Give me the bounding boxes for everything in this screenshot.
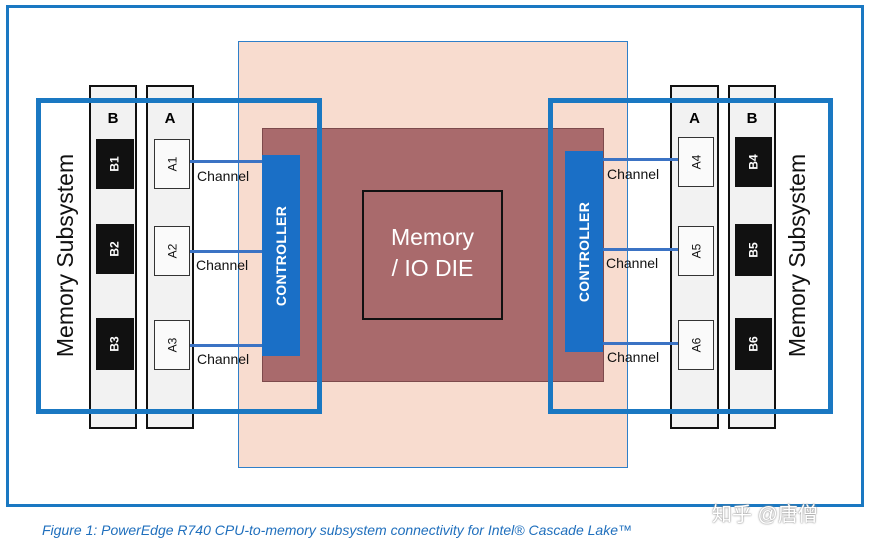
dimm-slot-b2: B2 — [96, 224, 134, 274]
dimm-slot-a4: A4 — [678, 137, 714, 187]
io-die-box — [362, 190, 503, 320]
left-channel-line-1 — [190, 160, 264, 163]
right-memory-subsystem-box — [548, 98, 833, 414]
left-channel-label-3: Channel — [197, 351, 250, 367]
left-channel-label-2: Channel — [196, 257, 249, 273]
right-column-a-label: A — [689, 110, 700, 127]
dimm-slot-a1: A1 — [154, 139, 190, 189]
left-column-b-label: B — [107, 110, 119, 127]
right-channel-line-2 — [602, 248, 678, 251]
dimm-slot-b1: B1 — [96, 139, 134, 189]
right-column-b-label: B — [746, 110, 758, 127]
right-memory-subsystem-label-wrap: Memory Subsystem — [772, 120, 824, 390]
outer-frame — [6, 5, 864, 507]
dimm-slot-a5: A5 — [678, 226, 714, 276]
right-channel-label-2: Channel — [606, 255, 659, 271]
right-channel-line-1 — [602, 158, 678, 161]
io-die-label-line2: / IO DIE — [391, 255, 474, 281]
left-channel-line-2 — [190, 250, 264, 253]
left-memory-subsystem-box — [36, 98, 322, 414]
watermark: 知乎 @唐僧 — [712, 504, 818, 526]
dimm-slot-b3: B3 — [96, 318, 134, 370]
dimm-slot-a3: A3 — [154, 320, 190, 370]
dimm-slot-a6: A6 — [678, 320, 714, 370]
left-channel-line-3 — [190, 344, 264, 347]
left-memory-subsystem-label: Memory Subsystem — [52, 153, 79, 357]
right-channel-line-3 — [602, 342, 678, 345]
right-memory-controller: CONTROLLER — [565, 151, 603, 352]
right-memory-subsystem-label: Memory Subsystem — [784, 153, 811, 357]
right-channel-label-1: Channel — [607, 166, 660, 182]
dimm-slot-b6: B6 — [735, 318, 772, 370]
right-channel-label-3: Channel — [607, 349, 660, 365]
left-column-a-label: A — [164, 110, 176, 127]
figure-caption: Figure 1: PowerEdge R740 CPU-to-memory s… — [42, 522, 633, 538]
dimm-slot-b5: B5 — [735, 224, 772, 276]
left-memory-subsystem-label-wrap: Memory Subsystem — [40, 120, 92, 390]
io-die-label: Memory / IO DIE — [362, 222, 503, 284]
left-memory-controller: CONTROLLER — [262, 155, 300, 356]
left-channel-label-1: Channel — [197, 168, 250, 184]
io-die-label-line1: Memory — [390, 224, 475, 250]
dimm-slot-b4: B4 — [735, 137, 772, 187]
dimm-slot-a2: A2 — [154, 226, 190, 276]
